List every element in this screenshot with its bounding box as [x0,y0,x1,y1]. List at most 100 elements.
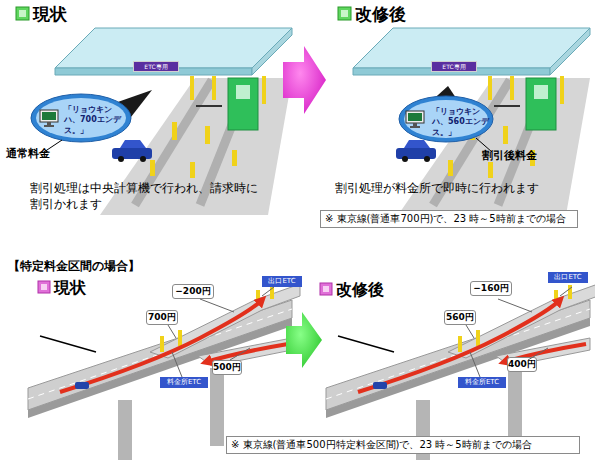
price-callout: 560円 [444,310,476,325]
caption-text: 割引処理は中央計算機で行われ、請求時に 割引かれます [30,180,268,212]
bollard [205,126,210,144]
booth-window [236,85,250,99]
monitor-stand [410,126,420,128]
monitor-stand [413,123,417,126]
node-text: 「リョウキンハ、560エンデス。」 [432,107,494,138]
car-wheel [140,156,146,162]
leader-line [262,287,274,296]
car [396,140,436,162]
callout-leaders [466,287,572,377]
node-text: 700円 [147,311,177,324]
lane-sign: ETC専用 [133,61,179,72]
note-box: ※ 東京線(普通車700円)で、23 時～5時前までの場合 [320,210,578,228]
monitor-icon [40,110,58,127]
monitor-stand [47,122,51,125]
node-text: ETC専用 [432,62,476,71]
price-callout: 500円 [212,360,242,375]
highway-scene [28,284,300,460]
leader-line [172,352,182,377]
leader-line [200,299,234,312]
car [75,382,89,389]
header-icon [320,283,332,295]
section-heading: 【特定料金区間の場合】 [8,258,188,274]
header-icon [341,10,348,17]
leader-line [44,140,62,152]
callout-label: 割引後料金 [482,149,562,164]
highway-scene [326,284,595,460]
bollard [190,162,195,178]
transition-arrow [286,312,322,368]
node-text: 出口ETC [262,276,302,287]
car-body [396,148,436,159]
road-side [28,318,292,418]
node-text: 「リョウキンハ、700エンデス。」 [64,105,126,136]
header-icon [323,286,329,292]
node-text: ※ 東京線(普通車700円)で、23 時～5時前までの場合 [325,211,577,227]
bubble-outline [31,94,131,142]
section-heading: 改修後 [336,279,416,301]
etc-gantry [270,285,274,299]
bubble-fill [36,98,126,138]
car-wheel [402,156,408,162]
note-box: ※ 東京線(普通車500円特定料金区間)で、23 時～5時前までの場合 [226,436,580,454]
node-text: 560円 [445,311,475,324]
pillar [118,400,132,460]
toll-booth [228,78,258,130]
node-text: 500円 [213,361,241,374]
node-text: ※ 東京線(普通車500円特定料金区間)で、23 時～5時前までの場合 [231,437,579,453]
header-icon [338,7,351,20]
leader-line [476,138,492,152]
car-wheel [118,156,124,162]
monitor-screen [42,112,56,120]
header-icon [38,281,50,293]
bollard [150,160,155,176]
etc-gantry [160,336,164,352]
speech-bubble: 「リョウキンハ、560エンデス。」 [398,95,494,143]
leader-line [230,348,250,360]
monitor-icon [406,111,424,128]
header-icon [41,284,47,290]
monitor-frame [40,110,58,122]
dimension-line [40,336,96,352]
node-text: 料金所ETC [160,377,208,388]
monitor-screen [408,113,422,121]
section-heading: 改修後 [355,3,435,26]
speech-bubble: 「リョウキンハ、700エンデス。」 [30,93,132,143]
bollard [172,122,177,140]
monitor-stand [44,125,54,127]
price-callout: 700円 [146,310,178,325]
callout-label: 通常料金 [6,147,66,162]
price-callout: −200円 [172,284,214,299]
node-text: ETC専用 [134,62,178,71]
lane-sign: ETC専用 [431,61,477,72]
etc-tag: 出口ETC [262,276,302,287]
etc-tag: 料金所ETC [458,377,506,388]
node-text: 料金所ETC [458,377,506,388]
price-callout: −160円 [470,281,512,296]
car-wheel [424,156,430,162]
route-arrow [60,300,262,392]
pillar [210,368,224,446]
section-heading: 現状 [33,3,93,26]
pole [190,76,194,100]
car-cabin [404,140,430,148]
etc-tag: 出口ETC [548,272,588,283]
section-heading: 現状 [54,277,114,299]
caption-text: 割引処理が料金所で即時に行われます [335,180,585,196]
callout-leaders [168,287,274,377]
car-cabin [120,140,146,148]
etc-gantry [178,330,182,346]
leader-line [168,325,176,338]
pole [262,76,266,104]
pole [212,76,216,100]
etc-tag: 料金所ETC [160,377,208,388]
node-text: −200円 [173,285,213,298]
gate-bar [196,105,222,107]
car-body [112,148,152,159]
car [112,140,152,162]
node-text: −160円 [471,282,511,295]
